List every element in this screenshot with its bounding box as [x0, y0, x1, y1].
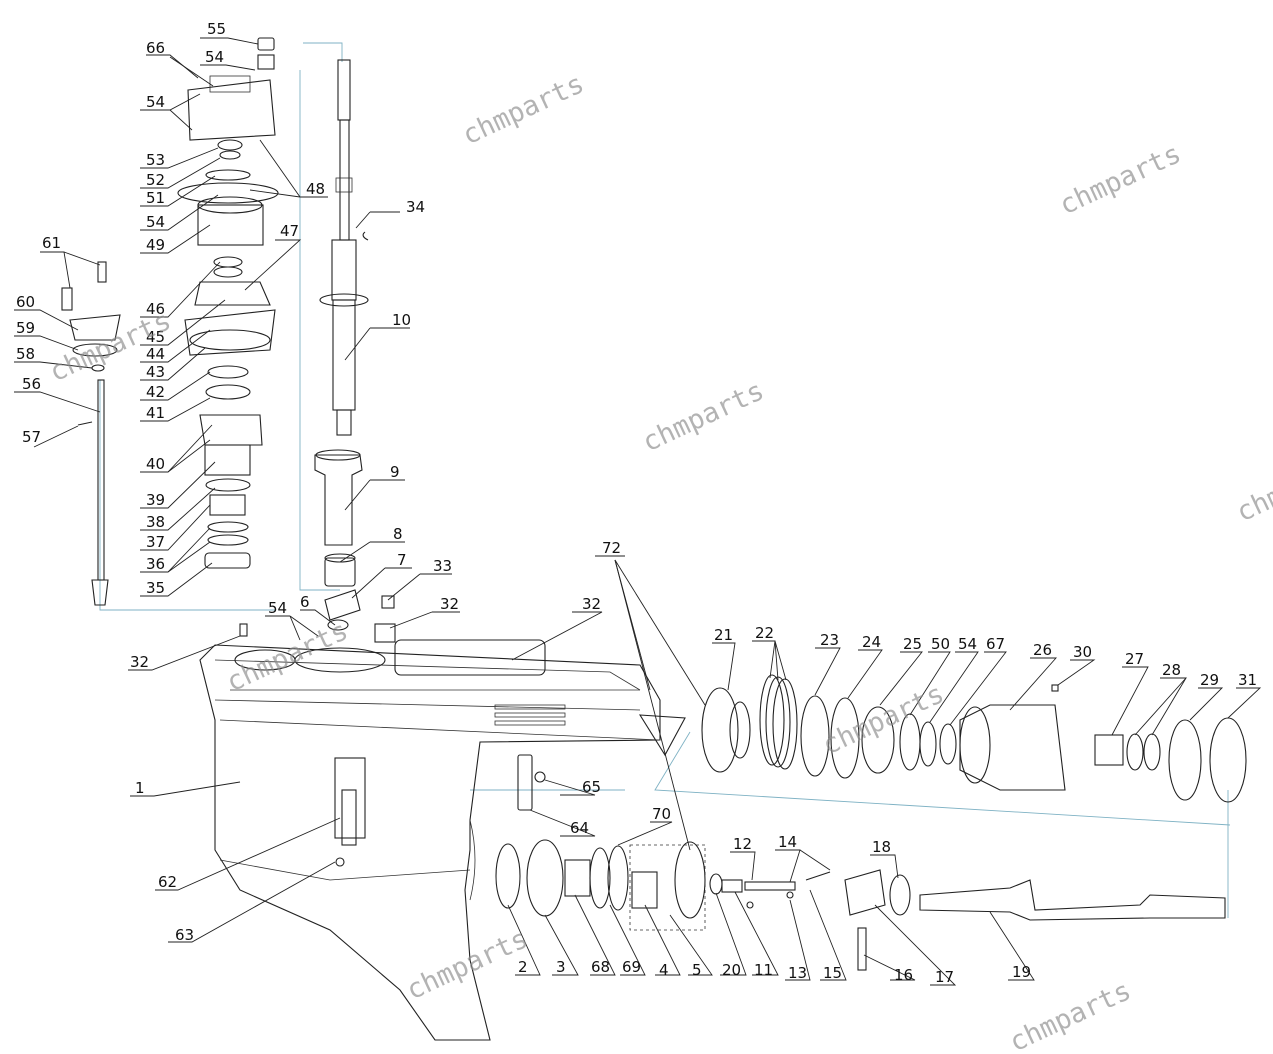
callout-18: 18	[872, 838, 891, 856]
drive-shaft	[319, 59, 369, 436]
callout-64: 61	[42, 234, 61, 252]
callout-2: 2	[518, 958, 528, 976]
callout-24: 24	[862, 633, 881, 651]
callout-25: 25	[903, 635, 922, 653]
callout-46: 45	[146, 328, 165, 346]
callout-39: 38	[146, 513, 165, 531]
callout-41: 40	[146, 455, 165, 473]
callout-17: 17	[935, 968, 954, 986]
callout-53: 52	[146, 171, 165, 189]
callout-74: 72	[602, 539, 621, 557]
callout-19: 19	[1012, 963, 1031, 981]
callout-49: 48	[306, 180, 325, 198]
callout-44: 43	[146, 363, 165, 381]
callout-35: 34	[406, 198, 425, 216]
watermark-9: chmparts	[1005, 975, 1136, 1054]
callout-15: 15	[823, 964, 842, 982]
callout-51: 50	[931, 635, 950, 653]
propeller-shaft-stack	[495, 839, 1226, 971]
callout-12: 12	[733, 835, 752, 853]
callout-13: 13	[788, 964, 807, 982]
watermark-7: chmparts	[818, 678, 949, 761]
watermark-1: chmparts	[458, 68, 589, 151]
small-parts	[335, 754, 546, 867]
watermark-3: chmparts	[638, 375, 769, 458]
axis-lines	[99, 42, 1231, 918]
callout-3: 3	[556, 958, 566, 976]
callout-5: 5	[692, 961, 702, 979]
callout-55: 54	[958, 635, 977, 653]
callout-54a: 53	[146, 151, 165, 169]
callout-8: 8	[393, 525, 403, 543]
callout-6: 6	[300, 593, 310, 611]
callout-71: 68	[591, 958, 610, 976]
callout-11: 11	[754, 961, 773, 979]
water-pump-assembly	[177, 37, 279, 569]
callout-43: 42	[146, 383, 165, 401]
callout-58: 55	[207, 20, 226, 38]
callout-14: 14	[778, 833, 797, 851]
callout-61: 58	[16, 345, 35, 363]
callout-4: 4	[659, 961, 669, 979]
callout-labels: 55 54 66 54 53 52 51 54 49 48 34 47 46 4…	[16, 20, 1257, 986]
callout-28: 28	[1162, 661, 1181, 679]
callout-52: 51	[146, 189, 165, 207]
callout-37: 36	[146, 555, 165, 573]
callout-20: 20	[722, 961, 741, 979]
drive-shaft-bearings	[314, 449, 396, 643]
callout-16: 16	[894, 966, 913, 984]
callout-32b: 32	[582, 595, 601, 613]
callout-32a: 32	[130, 653, 149, 671]
callout-70: 67	[986, 635, 1005, 653]
watermark-layer: chmparts chmparts chmparts chmparts chmp…	[45, 68, 1273, 1054]
watermark-2: chmparts	[1055, 138, 1186, 221]
callout-23: 23	[820, 631, 839, 649]
callout-54c: 54	[268, 599, 287, 617]
callout-9: 9	[390, 463, 400, 481]
callout-62: 59	[16, 319, 35, 337]
leader-lines	[14, 37, 1262, 986]
callout-40: 39	[146, 491, 165, 509]
callout-42: 41	[146, 404, 165, 422]
callout-29: 29	[1200, 671, 1219, 689]
callout-73: 70	[652, 805, 671, 823]
callout-54b: 54	[146, 213, 165, 231]
watermark-8: chmparts	[402, 923, 533, 1006]
callout-30: 30	[1073, 643, 1092, 661]
callout-22: 22	[755, 624, 774, 642]
callout-67: 64	[570, 819, 589, 837]
forward-gear-stack	[701, 674, 1247, 803]
callout-48: 47	[280, 222, 299, 240]
watermark-5: chmparts	[1232, 445, 1273, 528]
callout-68: 65	[582, 778, 601, 796]
callout-50: 49	[146, 236, 165, 254]
callout-34: 33	[433, 557, 452, 575]
callout-56: 54	[146, 93, 165, 111]
callout-1: 1	[135, 779, 145, 797]
callout-47: 46	[146, 300, 165, 318]
callout-10: 10	[392, 311, 411, 329]
callout-21: 21	[714, 626, 733, 644]
callout-26: 26	[1033, 641, 1052, 659]
callout-69: 66	[146, 39, 165, 57]
shift-rod-assembly	[61, 261, 121, 606]
callout-33: 32	[440, 595, 459, 613]
gear-case-housing	[199, 623, 686, 1041]
watermark-6: chmparts	[222, 615, 353, 698]
callout-27: 27	[1125, 650, 1144, 668]
callout-45: 44	[146, 345, 165, 363]
callout-60: 57	[22, 428, 41, 446]
callout-59: 56	[22, 375, 41, 393]
callout-57: 54	[205, 48, 224, 66]
callout-31: 31	[1238, 671, 1257, 689]
callout-72: 69	[622, 958, 641, 976]
callout-63: 60	[16, 293, 35, 311]
callout-66: 63	[175, 926, 194, 944]
callout-7: 7	[397, 551, 407, 569]
callout-38: 37	[146, 533, 165, 551]
callout-36: 35	[146, 579, 165, 597]
callout-65: 62	[158, 873, 177, 891]
